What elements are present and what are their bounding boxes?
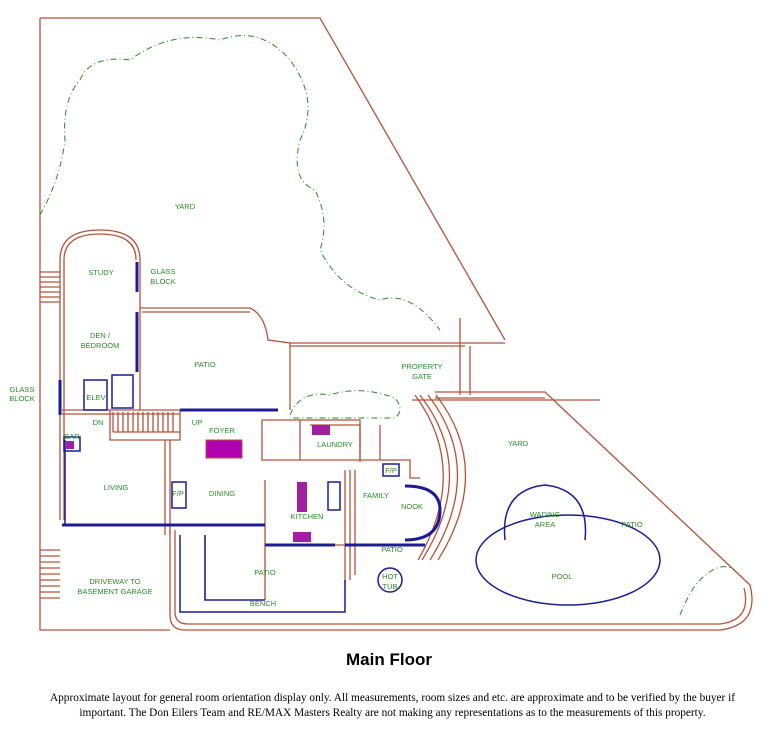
- label-bench: BENCH: [250, 599, 276, 608]
- label-patio: PATIO: [381, 545, 403, 554]
- disclaimer: Approximate layout for general room orie…: [20, 691, 765, 721]
- fixtures: [66, 425, 330, 542]
- label-dn: DN: [93, 418, 104, 427]
- label-fireplace: F/P: [385, 466, 397, 475]
- label-yard-east: YARD: [508, 439, 529, 448]
- label-living: LIVING: [104, 483, 129, 492]
- hot-tub: [377, 567, 403, 593]
- label-glass-block: BLOCK: [9, 394, 34, 403]
- house-walls: [59, 229, 600, 600]
- label-glass-block: GLASS: [9, 385, 34, 394]
- windows: [58, 262, 661, 613]
- label-patio: PATIO: [621, 520, 643, 529]
- label-nook: NOOK: [401, 502, 423, 511]
- label-property-gate: PROPERTY: [401, 362, 442, 371]
- label-foyer: FOYER: [209, 426, 235, 435]
- label-fireplace: F/P: [172, 489, 184, 498]
- label-glass-block: BLOCK: [150, 277, 175, 286]
- label-laundry: LAUNDRY: [317, 440, 353, 449]
- label-bedroom: BEDROOM: [81, 341, 120, 350]
- room-labels: YARD STUDY GLASS BLOCK DEN / BEDROOM PAT…: [9, 202, 643, 608]
- label-glass-block: GLASS: [150, 267, 175, 276]
- pool: [475, 514, 661, 606]
- label-driveway: BASEMENT GARAGE: [77, 587, 152, 596]
- label-patio: PATIO: [194, 360, 216, 369]
- label-study: STUDY: [88, 268, 113, 277]
- label-bar: BAR: [64, 432, 80, 441]
- label-hot-tub: TUB: [383, 582, 398, 591]
- property-boundary: [39, 17, 753, 631]
- label-pool: POOL: [552, 572, 573, 581]
- label-patio: PATIO: [254, 568, 276, 577]
- label-up: UP: [192, 418, 202, 427]
- plan-title: Main Floor: [346, 650, 432, 669]
- label-dining: DINING: [209, 489, 235, 498]
- disclaimer-line: Approximate layout for general room orie…: [49, 692, 736, 704]
- label-hot-tub: HOT: [382, 572, 398, 581]
- label-den: DEN /: [90, 331, 111, 340]
- label-family: FAMILY: [363, 491, 389, 500]
- stairs: [40, 271, 180, 599]
- label-elev: ELEV: [86, 393, 105, 402]
- label-yard-north: YARD: [175, 202, 196, 211]
- label-driveway: DRIVEWAY TO: [89, 577, 140, 586]
- label-wading-area: AREA: [535, 520, 555, 529]
- label-property-gate: GATE: [412, 372, 432, 381]
- disclaimer-line: important. The Don Eilers Team and RE/MA…: [79, 707, 706, 719]
- label-wading-area: WADING: [530, 510, 561, 519]
- yard-landscape-line: [39, 35, 441, 331]
- label-kitchen: KITCHEN: [291, 512, 324, 521]
